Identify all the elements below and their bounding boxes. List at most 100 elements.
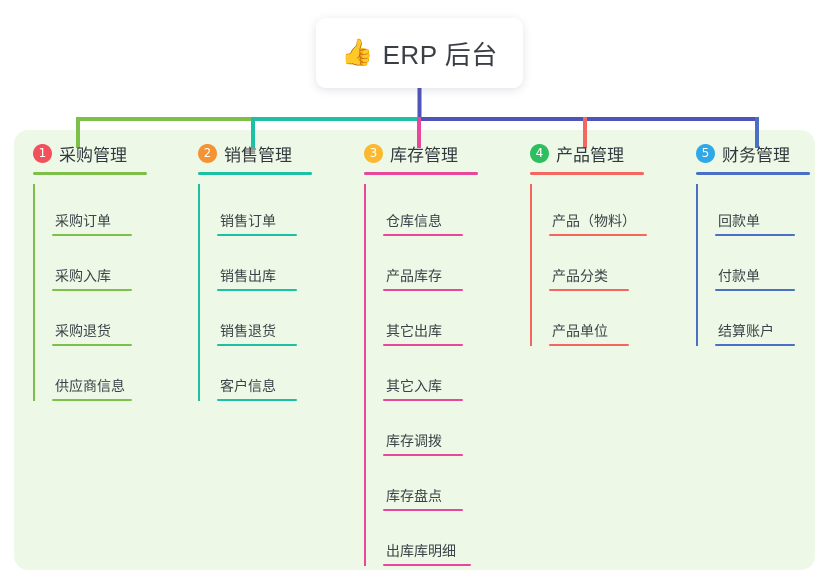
leaf-underline (715, 234, 795, 236)
leaf-underline (52, 234, 132, 236)
branch-title-4: 产品管理 (556, 145, 624, 165)
leaf-node[interactable]: 销售出库 (198, 239, 344, 294)
leaf-label: 供应商信息 (55, 378, 125, 394)
branch-header-5[interactable]: 5 财务管理 (677, 130, 839, 176)
branch-items-5: 回款单付款单结算账户 (677, 184, 839, 349)
leaf-node[interactable]: 采购订单 (33, 184, 179, 239)
leaf-underline (217, 234, 297, 236)
leaf-node[interactable]: 结算账户 (696, 294, 839, 349)
leaf-node[interactable]: 产品（物料） (530, 184, 676, 239)
leaf-underline (217, 289, 297, 291)
leaf-node[interactable]: 回款单 (696, 184, 839, 239)
leaf-node[interactable]: 采购退货 (33, 294, 179, 349)
leaf-underline (383, 399, 463, 401)
branch-columns: 1 采购管理采购订单采购入库采购退货供应商信息 2 销售管理销售订单销售出库销售退货客… (14, 130, 815, 570)
branch-header-2[interactable]: 2 销售管理 (179, 130, 344, 176)
leaf-label: 其它入库 (386, 378, 442, 394)
branch-badge-3: 3 (364, 143, 383, 163)
leaf-label: 产品单位 (552, 323, 608, 339)
branch-underline-1 (33, 172, 147, 175)
leaf-underline (383, 344, 463, 346)
thumbs-up-icon: 👍 (341, 37, 374, 67)
leaf-label: 库存盘点 (386, 488, 442, 504)
branch-spine-1 (33, 184, 35, 401)
leaf-label: 结算账户 (718, 323, 774, 339)
leaf-label: 产品分类 (552, 268, 608, 284)
branch-title-2: 销售管理 (224, 145, 292, 165)
branch-column-4: 4 产品管理产品（物料） 产品分类产品单位 (511, 130, 676, 349)
leaf-label: 销售出库 (220, 268, 276, 284)
leaf-underline (383, 289, 463, 291)
leaf-label: 销售退货 (220, 323, 276, 339)
leaf-node[interactable]: 出库库明细 (364, 514, 510, 569)
branch-badge-1: 1 (33, 143, 52, 163)
branch-title-1: 采购管理 (59, 145, 127, 165)
branch-column-1: 1 采购管理采购订单采购入库采购退货供应商信息 (14, 130, 179, 404)
branch-underline-4 (530, 172, 644, 175)
leaf-label: 产品（物料） (552, 213, 636, 229)
leaf-node[interactable]: 仓库信息 (364, 184, 510, 239)
leaf-node[interactable]: 采购入库 (33, 239, 179, 294)
leaf-node[interactable]: 销售订单 (198, 184, 344, 239)
leaf-underline (715, 344, 795, 346)
leaf-label: 出库库明细 (386, 543, 456, 559)
leaf-label: 采购入库 (55, 268, 111, 284)
leaf-underline (52, 399, 132, 401)
branch-spine-2 (198, 184, 200, 401)
branch-column-5: 5 财务管理回款单付款单结算账户 (677, 130, 839, 349)
leaf-label: 客户信息 (220, 378, 276, 394)
leaf-underline (217, 399, 297, 401)
branch-spine-5 (696, 184, 698, 346)
leaf-underline (383, 564, 471, 566)
branch-column-3: 3 库存管理仓库信息产品库存其它出库其它入库库存调拨库存盘点出库库明细 (345, 130, 510, 569)
leaf-label: 采购退货 (55, 323, 111, 339)
leaf-node[interactable]: 库存盘点 (364, 459, 510, 514)
branch-badge-2: 2 (198, 143, 217, 163)
leaf-label: 采购订单 (55, 213, 111, 229)
leaf-node[interactable]: 库存调拨 (364, 404, 510, 459)
leaf-node[interactable]: 销售退货 (198, 294, 344, 349)
leaf-label: 回款单 (718, 213, 760, 229)
leaf-label: 产品库存 (386, 268, 442, 284)
leaf-node[interactable]: 供应商信息 (33, 349, 179, 404)
branch-header-1[interactable]: 1 采购管理 (14, 130, 179, 176)
leaf-underline (549, 344, 629, 346)
leaf-underline (549, 289, 629, 291)
leaf-underline (217, 344, 297, 346)
branch-spine-3 (364, 184, 366, 566)
leaf-underline (383, 454, 463, 456)
leaf-label: 其它出库 (386, 323, 442, 339)
leaf-underline (549, 234, 647, 236)
leaf-label: 销售订单 (220, 213, 276, 229)
leaf-underline (715, 289, 795, 291)
branch-badge-5: 5 (696, 143, 715, 163)
branch-items-4: 产品（物料） 产品分类产品单位 (511, 184, 676, 349)
leaf-node[interactable]: 产品分类 (530, 239, 676, 294)
branch-items-2: 销售订单销售出库销售退货客户信息 (179, 184, 344, 404)
branch-underline-5 (696, 172, 810, 175)
branch-spine-4 (530, 184, 532, 346)
root-title: ERP 后台 (382, 39, 498, 70)
branch-column-2: 2 销售管理销售订单销售出库销售退货客户信息 (179, 130, 344, 404)
branch-underline-3 (364, 172, 478, 175)
branches-panel (14, 130, 815, 570)
leaf-node[interactable]: 客户信息 (198, 349, 344, 404)
leaf-node[interactable]: 其它出库 (364, 294, 510, 349)
branch-underline-2 (198, 172, 312, 175)
branch-header-3[interactable]: 3 库存管理 (345, 130, 510, 176)
leaf-node[interactable]: 其它入库 (364, 349, 510, 404)
root-node[interactable]: 👍 ERP 后台 (316, 18, 523, 88)
branch-items-1: 采购订单采购入库采购退货供应商信息 (14, 184, 179, 404)
leaf-node[interactable]: 产品库存 (364, 239, 510, 294)
branch-items-3: 仓库信息产品库存其它出库其它入库库存调拨库存盘点出库库明细 (345, 184, 510, 569)
leaf-underline (52, 289, 132, 291)
leaf-label: 库存调拨 (386, 433, 442, 449)
leaf-node[interactable]: 产品单位 (530, 294, 676, 349)
branch-badge-4: 4 (530, 143, 549, 163)
branch-title-5: 财务管理 (722, 145, 790, 165)
leaf-node[interactable]: 付款单 (696, 239, 839, 294)
branch-header-4[interactable]: 4 产品管理 (511, 130, 676, 176)
leaf-underline (383, 509, 463, 511)
branch-title-3: 库存管理 (390, 145, 458, 165)
